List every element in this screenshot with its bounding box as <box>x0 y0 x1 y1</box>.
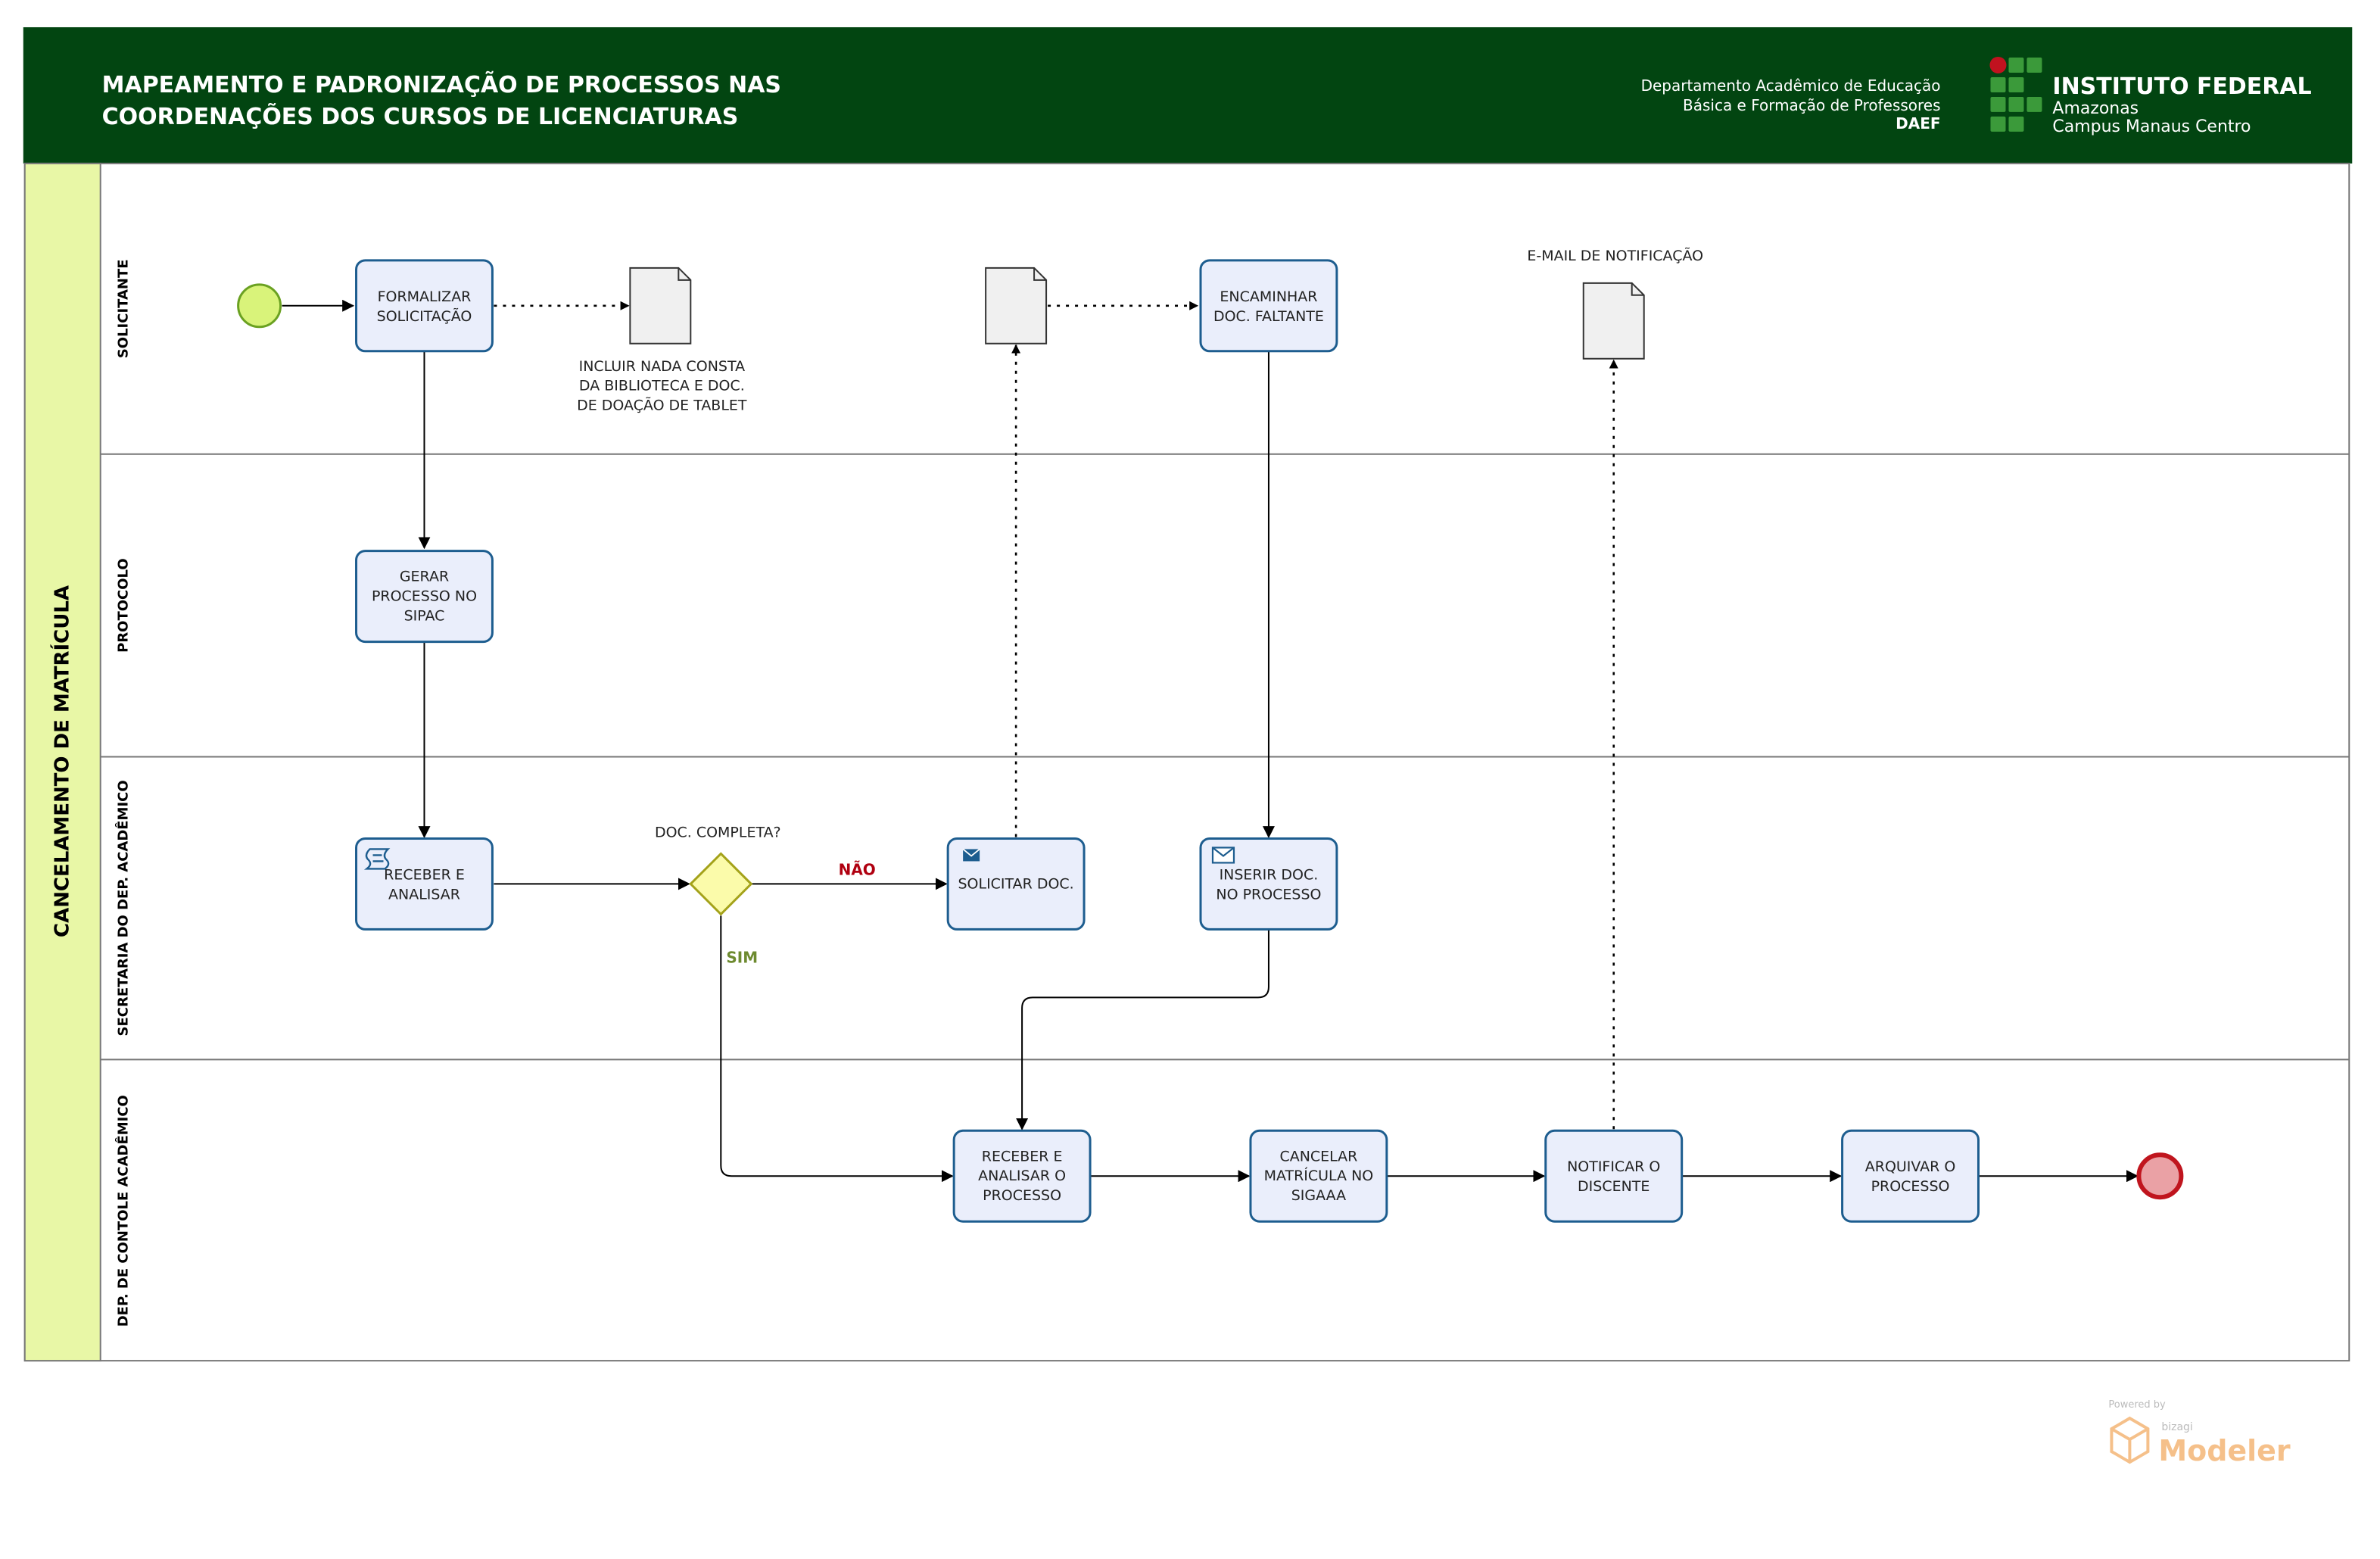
institute-logo-icon <box>1989 56 2042 132</box>
sequence-flows <box>282 299 2139 1183</box>
document-label: INCLUIR NADA CONSTA <box>579 358 745 375</box>
task-notificar[interactable]: NOTIFICAR O DISCENTE <box>1544 1129 1684 1223</box>
task-label: DISCENTE <box>1578 1178 1649 1195</box>
task-label: SOLICITAÇÃO <box>377 307 472 325</box>
pool-label: CANCELAMENTO DE MATRÍCULA <box>50 585 74 937</box>
script-task-icon <box>363 848 391 870</box>
logo-name: INSTITUTO FEDERAL <box>2052 73 2311 100</box>
task-label: CANCELAR <box>1279 1148 1357 1165</box>
task-label: GERAR <box>400 569 449 585</box>
header-title-line1: MAPEAMENTO E PADRONIZAÇÃO DE PROCESSOS N… <box>102 70 781 98</box>
task-label: FORMALIZAR <box>378 288 472 305</box>
receive-envelope-icon <box>1211 847 1235 864</box>
document-icon[interactable] <box>1582 282 1645 360</box>
task-label: NOTIFICAR O <box>1567 1158 1660 1175</box>
task-label: DOC. FALTANTE <box>1213 308 1324 325</box>
task-label: PROCESSO <box>1871 1178 1950 1195</box>
dept-line2: Básica e Formação de Professores <box>1683 96 1940 114</box>
gateway-yes-label: SIM <box>726 948 758 966</box>
document-icon[interactable] <box>985 267 1048 345</box>
task-label: INSERIR DOC. <box>1220 866 1319 883</box>
gateway-label: DOC. COMPLETA? <box>655 824 781 840</box>
task-arquivar[interactable]: ARQUIVAR O PROCESSO <box>1841 1129 1980 1223</box>
associations <box>494 301 1618 1130</box>
task-label: ENCAMINHAR <box>1220 288 1317 305</box>
task-label: SOLICITAR DOC. <box>958 875 1074 892</box>
exclusive-gateway-icon[interactable] <box>689 852 753 916</box>
task-label: SIPAC <box>404 608 445 625</box>
start-event-icon[interactable] <box>237 283 282 329</box>
task-label: RECEBER E <box>982 1148 1063 1165</box>
dept-line3: DAEF <box>1896 114 1940 133</box>
flow-gateway-receber-processo <box>720 915 954 1183</box>
task-encaminhar-doc[interactable]: ENCAMINHAR DOC. FALTANTE <box>1199 259 1338 353</box>
task-solicitar-doc[interactable]: SOLICITAR DOC. <box>946 837 1086 931</box>
bizagi-cube-icon <box>2110 1416 2150 1464</box>
task-label: SIGAAA <box>1291 1187 1346 1204</box>
send-envelope-icon <box>962 848 980 862</box>
task-label: NO PROCESSO <box>1216 886 1321 903</box>
lane-label-controle: DEP. DE CONTOLE ACADÊMICO <box>115 1095 132 1327</box>
header-title-line2: COORDENAÇÕES DOS CURSOS DE LICENCIATURAS <box>102 102 739 130</box>
logo-line3: Campus Manaus Centro <box>2052 117 2251 136</box>
task-gerar-processo[interactable]: GERAR PROCESSO NO SIPAC <box>355 550 494 644</box>
lane-label-secretaria: SECRETARIA DO DEP. ACADÊMICO <box>115 780 132 1036</box>
gateway-no-label: NÃO <box>839 860 876 878</box>
task-label: ANALISAR <box>388 886 460 903</box>
logo-line2: Amazonas <box>2052 99 2139 118</box>
pool-header <box>23 162 101 1362</box>
task-formalizar[interactable]: FORMALIZAR SOLICITAÇÃO <box>355 259 494 353</box>
task-label: RECEBER E <box>384 866 465 883</box>
task-label: PROCESSO <box>983 1187 1061 1204</box>
task-cancelar-matricula[interactable]: CANCELAR MATRÍCULA NO SIGAAA <box>1249 1129 1388 1223</box>
document-label: DA BIBLIOTECA E DOC. <box>579 378 745 394</box>
modeler-label: Modeler <box>2158 1434 2291 1467</box>
document-label: DE DOAÇÃO DE TABLET <box>577 397 747 414</box>
bizagi-label: bizagi <box>2161 1421 2192 1433</box>
task-label: ARQUIVAR O <box>1865 1158 1956 1175</box>
task-label: ANALISAR O <box>978 1168 1066 1184</box>
task-receber-processo[interactable]: RECEBER E ANALISAR O PROCESSO <box>952 1129 1092 1223</box>
lane-label-protocolo: PROTOCOLO <box>116 558 132 652</box>
document-icon[interactable] <box>629 267 692 345</box>
end-event-icon[interactable] <box>2136 1152 2184 1200</box>
dept-line1: Departamento Acadêmico de Educação <box>1641 76 1941 95</box>
header-bar <box>23 27 2353 164</box>
lane-label-solicitante: SOLICITANTE <box>116 259 132 358</box>
task-receber-analisar[interactable]: RECEBER E ANALISAR <box>355 837 494 931</box>
task-label: PROCESSO NO <box>372 588 477 605</box>
document-label: E-MAIL DE NOTIFICAÇÃO <box>1527 247 1703 264</box>
powered-by-label: Powered by <box>2108 1399 2166 1411</box>
task-label: MATRÍCULA NO <box>1264 1167 1374 1184</box>
task-inserir-doc[interactable]: INSERIR DOC. NO PROCESSO <box>1199 837 1338 931</box>
flow-inserir-receber-processo <box>1016 929 1269 1130</box>
